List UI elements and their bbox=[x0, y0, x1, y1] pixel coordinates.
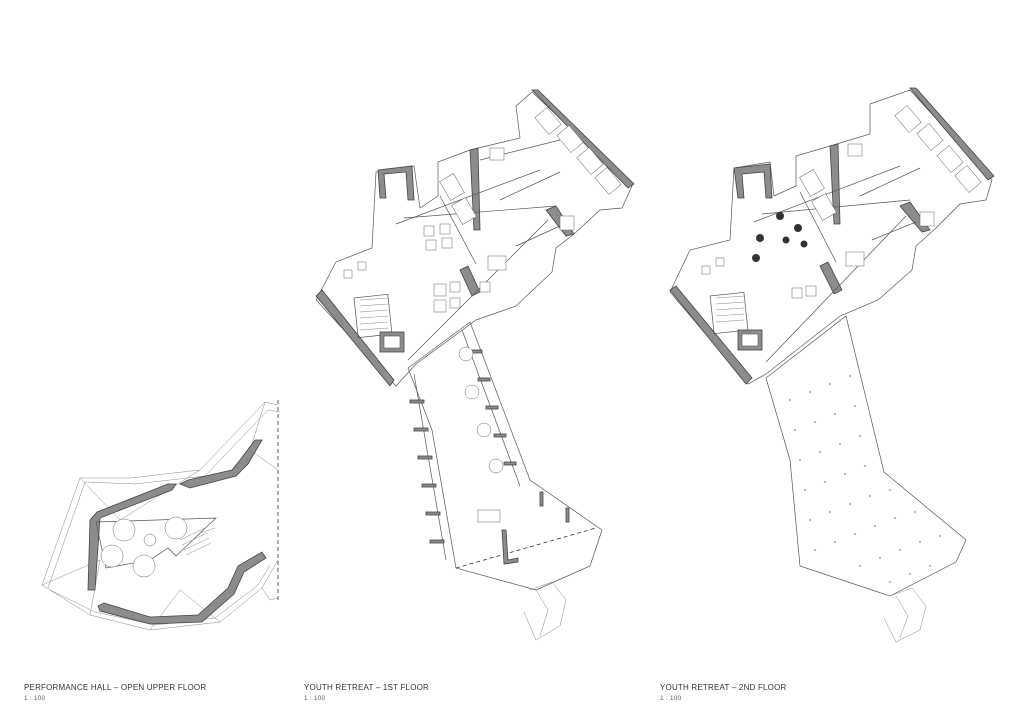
drawing-scale: 1 : 100 bbox=[24, 695, 46, 702]
drawing-title: YOUTH RETREAT – 2ND FLOOR bbox=[660, 683, 787, 692]
plant-icons bbox=[752, 212, 808, 262]
drawing-scale: 1 : 100 bbox=[304, 695, 326, 702]
terrace-pattern bbox=[788, 374, 942, 584]
drawing-title: YOUTH RETREAT – 1ST FLOOR bbox=[304, 683, 430, 692]
plan-performance-hall bbox=[41, 400, 281, 631]
bedrooms bbox=[439, 107, 622, 271]
plan-youth-retreat-2nd-floor bbox=[669, 87, 995, 643]
plan-youth-retreat-1st-floor bbox=[315, 89, 635, 641]
round-tables bbox=[100, 516, 188, 578]
drawing-scale: 1 : 100 bbox=[660, 695, 682, 702]
caption-performance-hall: PERFORMANCE HALL – OPEN UPPER FLOOR 1 : … bbox=[24, 683, 206, 702]
caption-youth-retreat-1st-floor: YOUTH RETREAT – 1ST FLOOR 1 : 100 bbox=[304, 683, 429, 702]
drawing-title: PERFORMANCE HALL – OPEN UPPER FLOOR bbox=[24, 683, 207, 692]
caption-youth-retreat-2nd-floor: YOUTH RETREAT – 2ND FLOOR 1 : 100 bbox=[660, 683, 787, 702]
